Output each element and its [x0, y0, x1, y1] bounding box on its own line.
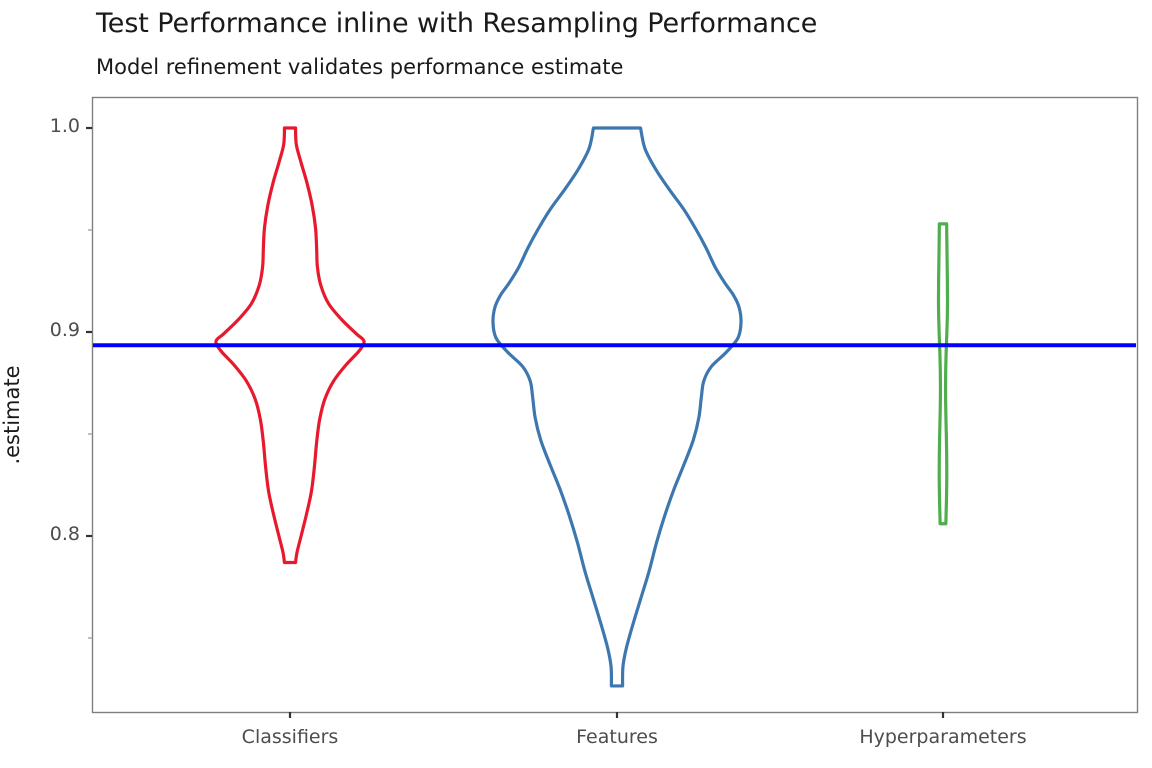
x-tick-label-classifiers: Classifiers	[241, 726, 339, 748]
plot-subtitle: Model refinement validates performance e…	[96, 55, 624, 79]
violin-hyperparameters	[936, 222, 950, 526]
panel-border	[91, 96, 1139, 714]
x-tick-label-hyperparameters: Hyperparameters	[859, 726, 1027, 748]
page-title: Test Performance inline with Resampling …	[96, 8, 818, 39]
x-tick-label-features: Features	[576, 726, 658, 748]
y-tick-label: 1.0	[49, 115, 80, 137]
violin-classifiers	[214, 126, 366, 565]
violin-features	[491, 126, 743, 688]
y-tick-label: 0.9	[49, 319, 80, 341]
y-tick-label: 0.8	[49, 523, 80, 545]
